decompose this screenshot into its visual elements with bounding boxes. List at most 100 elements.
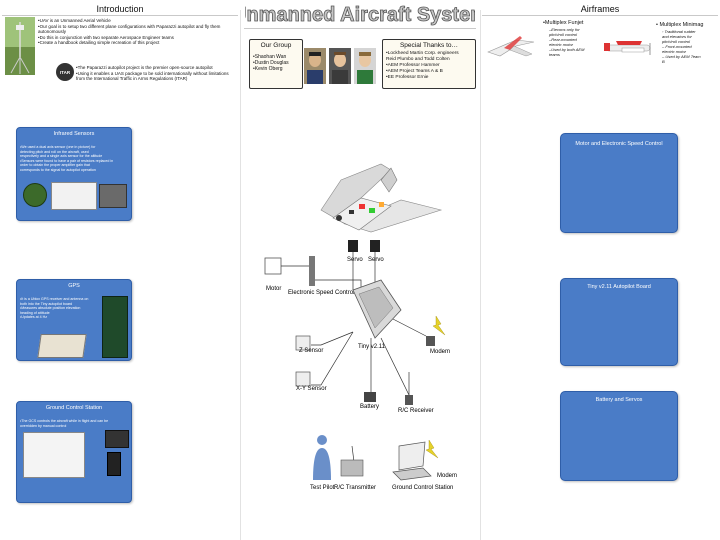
aircraft-model — [320, 163, 443, 233]
sensor-photo — [99, 184, 127, 208]
gps-module-image — [37, 334, 87, 358]
group-member: •Shaohan Wan — [253, 54, 287, 60]
rc-transmitter-icon — [340, 445, 364, 477]
intro-bullet: autonomously — [38, 29, 67, 35]
intro-rule — [2, 15, 238, 16]
funjet-bullet: electric motor — [549, 42, 574, 47]
minimag-bullet: – Used by AEM Team — [662, 54, 701, 59]
antenna-photo — [5, 17, 35, 75]
column-divider-left — [240, 10, 241, 540]
itar-logo-text: ITAR — [59, 69, 71, 75]
infrared-text: •Sensors were found to have a pair of re… — [20, 158, 114, 163]
test-pilot-label: Test Pilot — [310, 485, 335, 491]
minimag-image — [602, 33, 654, 65]
gps-board-image — [102, 296, 128, 358]
funjet-image — [486, 32, 536, 60]
member-photo — [354, 48, 376, 84]
battery-label: Battery — [360, 404, 379, 410]
column-divider-right — [480, 10, 481, 540]
gps-title: GPS — [68, 283, 80, 289]
itar-bullet: from the International Traffic in Arms R… — [76, 76, 188, 82]
motor-esc-panel: Motor and Electronic Speed Control — [560, 133, 678, 233]
special-thanks-title: Special Thanks to… — [399, 42, 459, 49]
battery-icon — [364, 392, 376, 402]
infrared-text: •We used a dual axis sensor (one in pict… — [20, 145, 96, 149]
esc-label: Electronic Speed Control — [288, 290, 354, 296]
funjet-bullet: –Elevons only for — [549, 27, 580, 32]
member-photo — [304, 48, 326, 84]
infrared-text: detecting pitch and roll on the aircraft… — [20, 149, 89, 154]
thanks-item: Reid Plumbo and Todd Colten — [386, 57, 450, 62]
tiny-autopilot-title: Tiny v2.11 Autopilot Board — [587, 284, 651, 290]
xy-sensor-icon — [295, 371, 311, 387]
servo-icon — [370, 240, 380, 252]
funjet-bullet: pitch/roll control — [549, 32, 578, 37]
motor-label: Motor — [266, 286, 281, 292]
poster-title-text: Unmanned Aircraft System — [245, 4, 475, 26]
ground-control-text: •The GCS controls the aircraft while in … — [20, 419, 109, 423]
rc-receiver-label: R/C Receiver — [398, 408, 434, 414]
intro-bullets: •UAV is an Unmanned Aerial Vehicle •Our … — [38, 18, 220, 46]
ground-control-text: overridden by manual control — [20, 423, 67, 428]
gps-panel: GPS •It is a Ublox GPS receiver and ante… — [16, 279, 132, 361]
lightning-icon — [425, 439, 439, 459]
motor-icon — [264, 257, 282, 275]
remote-control-image — [105, 430, 129, 448]
modem-label: Modem — [437, 473, 457, 479]
test-pilot-icon — [313, 435, 331, 480]
intro-bullet: •Create a handbook detailing simple recr… — [38, 40, 160, 46]
our-group-box: Our Group •Shaohan Wan •Dustin Douglas •… — [249, 39, 303, 89]
introduction-heading: Introduction — [96, 4, 144, 14]
member-photo — [329, 48, 351, 84]
servo-label: Servo — [347, 257, 363, 263]
airframes-heading: Airframes — [580, 4, 620, 14]
minimag-bullet: and elevators for — [662, 34, 692, 39]
infrared-sensors-panel: Infrared Sensors •We used a dual axis se… — [16, 127, 132, 221]
battery-servos-title: Battery and Servos — [595, 397, 643, 403]
funjet-bullet: –Rear-mounted — [549, 37, 577, 42]
funjet-info: •Multiplex Funjet –Elevons only for pitc… — [543, 20, 584, 57]
itar-bullet: •Using it enables a UAS package to be so… — [76, 70, 229, 76]
rc-receiver-icon — [405, 395, 413, 405]
thanks-item: •Lockheed Martin Corp. engineers — [386, 51, 459, 56]
servo-label: Servo — [368, 257, 384, 263]
tiny-board-label: Tiny v2.11 — [358, 344, 386, 350]
tiny-autopilot-panel: Tiny v2.11 Autopilot Board — [560, 278, 678, 366]
funjet-title: •Multiplex Funjet — [543, 20, 584, 26]
laptop-icon — [392, 441, 432, 481]
minimag-bullet: – Front-mounted — [662, 44, 692, 49]
gps-text: •Measures absolute position elevation — [20, 306, 81, 311]
infrared-sensors-title: Infrared Sensors — [53, 131, 95, 137]
esc-icon — [309, 256, 315, 286]
minimag-bullet: electric motor — [662, 49, 687, 54]
modem-icon — [426, 336, 435, 346]
thanks-item: •EE Professor Ernie — [386, 75, 429, 80]
group-member: •Kevin Oberg — [253, 66, 283, 73]
gps-text: •It is a Ublox GPS receiver and antenna … — [20, 297, 89, 301]
intro-bullet: •UAV is an Unmanned Aerial Vehicle — [38, 18, 111, 23]
minimag-bullet: B — [662, 59, 665, 64]
itar-logo: ITAR — [56, 63, 74, 81]
ground-control-panel: Ground Control Station •The GCS controls… — [16, 401, 132, 503]
system-diagram: Servo Servo Motor Electronic Speed Contr… — [264, 163, 457, 491]
sensor-circuit-image — [51, 182, 97, 210]
gcs-screenshot — [23, 432, 85, 478]
battery-servos-panel: Battery and Servos — [560, 391, 678, 481]
gps-text: both into the Tiny autopilot board — [20, 301, 73, 306]
center-rule — [244, 28, 476, 29]
xy-sensor-label: X-Y Sensor — [296, 386, 327, 392]
intro-bullet: •Our goal is to setup two different plan… — [38, 23, 221, 29]
servo-icon — [348, 240, 358, 252]
funjet-bullet: teams — [549, 52, 560, 57]
thanks-item: •AEM Professor Hammer — [386, 63, 440, 68]
thanks-item: •AEM Project Teams A & B — [386, 69, 443, 74]
modem-label: Modem — [430, 349, 450, 355]
special-thanks-box: Special Thanks to… •Lockheed Martin Corp… — [382, 39, 476, 89]
ground-control-title: Ground Control Station — [45, 405, 103, 411]
infrared-text: order to obtain the proper amplifier gai… — [20, 163, 90, 168]
itar-bullets: •The Paparazzi autopilot project is the … — [76, 65, 229, 82]
modem-image — [107, 452, 121, 476]
infrared-text: respectively and a single axis sensor fo… — [20, 154, 103, 159]
z-sensor-label: Z Sensor — [299, 348, 323, 354]
poster-title: Unmanned Aircraft System — [232, 2, 489, 27]
